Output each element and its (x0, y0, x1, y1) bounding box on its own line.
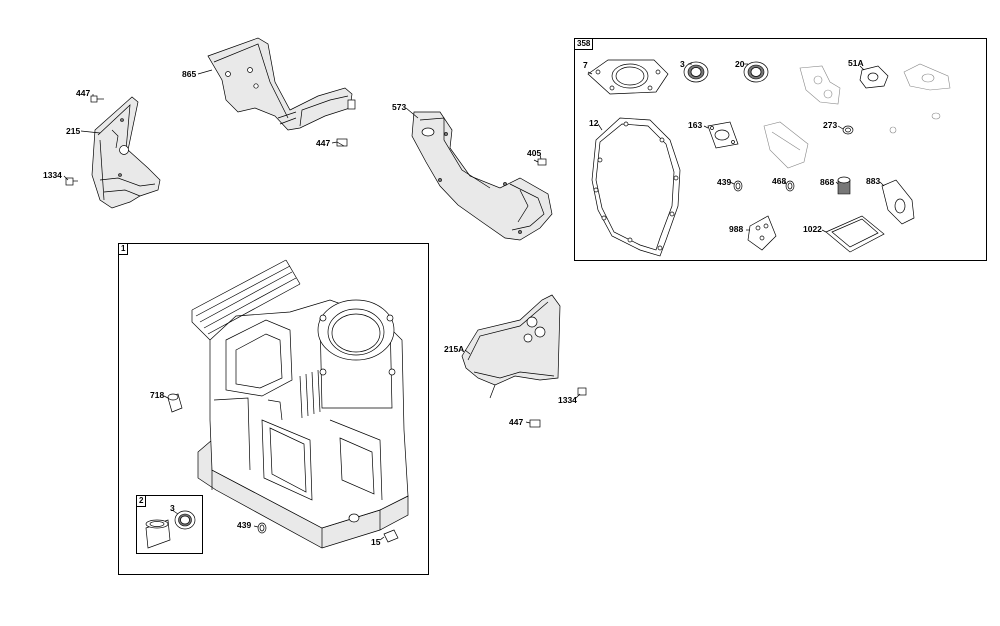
gasket-faint-middle[interactable] (763, 121, 809, 169)
washer-part-468[interactable] (785, 180, 795, 192)
nut-part-1334-upper[interactable] (65, 177, 78, 186)
plug-part-15[interactable] (383, 529, 399, 543)
label-447-middle: 447 (316, 138, 331, 148)
label-163: 163 (688, 120, 703, 130)
leader-lines (63, 63, 885, 541)
label-988: 988 (729, 224, 744, 234)
group-box-2: 2 (136, 495, 203, 554)
gasket-plate-part-988[interactable] (747, 215, 777, 251)
group-box-1: 1 (118, 243, 429, 575)
crankcase-gasket-part-12[interactable] (591, 117, 681, 257)
seal-part-868[interactable] (837, 176, 851, 195)
intake-gasket-faint[interactable] (903, 63, 951, 91)
oil-seal-part-3-kit[interactable] (174, 510, 196, 530)
gasket-part-883[interactable] (881, 179, 915, 225)
label-3-set: 3 (680, 59, 685, 69)
label-868: 868 (820, 177, 835, 187)
label-447-upper: 447 (76, 88, 91, 98)
label-1334-lower: 1334 (558, 395, 577, 405)
washer-part-439-block[interactable] (257, 522, 267, 534)
o-ring-part-1022[interactable] (825, 215, 885, 253)
label-20: 20 (735, 59, 745, 69)
label-1334-upper: 1334 (43, 170, 62, 180)
group-box-358: 358 (574, 38, 987, 261)
label-439-set: 439 (717, 177, 732, 187)
label-3-kit: 3 (170, 503, 175, 513)
label-573: 573 (392, 102, 407, 112)
label-439-block: 439 (237, 520, 252, 530)
label-865: 865 (182, 69, 197, 79)
washer-part-273[interactable] (842, 125, 854, 135)
screw-part-447-middle[interactable] (336, 138, 348, 147)
label-12: 12 (589, 118, 599, 128)
label-468: 468 (772, 176, 787, 186)
baffle-part-865[interactable] (207, 37, 356, 131)
group-number-2: 2 (136, 495, 147, 507)
label-718: 718 (150, 390, 165, 400)
label-7: 7 (583, 60, 588, 70)
small-washer-faint-right[interactable] (889, 112, 941, 134)
oil-seal-part-20[interactable] (743, 61, 769, 83)
nut-part-1334-lower[interactable] (577, 387, 587, 396)
heat-shield-part-215[interactable] (91, 96, 161, 209)
group-number-358: 358 (574, 38, 594, 50)
group-number-1: 1 (118, 243, 129, 255)
label-215: 215 (66, 126, 81, 136)
screw-part-447-upper[interactable] (90, 95, 104, 103)
label-51A: 51A (848, 58, 864, 68)
gasket-part-163[interactable] (707, 121, 739, 149)
screw-part-447-lower[interactable] (529, 419, 541, 428)
label-883: 883 (866, 176, 881, 186)
label-215A: 215A (444, 344, 465, 354)
bracket-part-573[interactable] (411, 111, 553, 241)
cylinder-head-gasket-part-7[interactable] (587, 59, 669, 95)
gasket-part-51A[interactable] (859, 65, 889, 89)
heat-shield-part-215A[interactable] (461, 294, 561, 399)
exhaust-gasket-faint[interactable] (799, 65, 841, 105)
dowel-part-718[interactable] (167, 393, 183, 413)
washer-part-439-set[interactable] (733, 180, 743, 192)
cylinder-block-part-1[interactable] (191, 259, 409, 549)
label-15: 15 (371, 537, 381, 547)
label-405: 405 (527, 148, 542, 158)
label-447-lower: 447 (509, 417, 524, 427)
bearing-sleeve-part-2[interactable] (145, 519, 171, 549)
oil-seal-part-3-set[interactable] (683, 61, 709, 83)
label-1022: 1022 (803, 224, 822, 234)
label-273: 273 (823, 120, 838, 130)
screw-part-405[interactable] (533, 158, 547, 166)
